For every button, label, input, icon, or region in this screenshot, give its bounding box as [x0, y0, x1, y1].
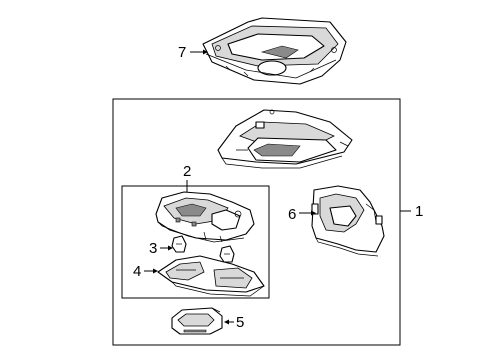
part-5-cover[interactable]: [171, 307, 223, 335]
callout-7-label: 7: [178, 44, 186, 61]
callout-6-label: 6: [288, 206, 296, 223]
part-6-bracket[interactable]: [311, 185, 385, 257]
part-2-lamp-housing[interactable]: [155, 191, 255, 243]
part-4-lens[interactable]: [157, 255, 265, 297]
callout-4-label: 4: [133, 263, 141, 280]
callout-2-label: 2: [183, 163, 191, 180]
part-7-console-tray[interactable]: [202, 17, 347, 85]
console-housing[interactable]: [217, 109, 353, 169]
callout-1: 1: [400, 203, 423, 220]
callout-6: 6: [288, 206, 316, 223]
assembly-frame: [112, 98, 401, 346]
subassembly-frame: [121, 185, 270, 299]
callout-7: 7: [178, 44, 208, 61]
callout-5: 5: [224, 314, 244, 331]
callout-3-label: 3: [149, 240, 157, 257]
callout-5-label: 5: [236, 314, 244, 331]
callout-3: 3: [149, 240, 173, 257]
callout-2: 2: [183, 163, 191, 193]
part-3-bulbs[interactable]: [171, 235, 235, 263]
callout-4: 4: [133, 263, 158, 280]
callout-1-label: 1: [415, 203, 423, 220]
